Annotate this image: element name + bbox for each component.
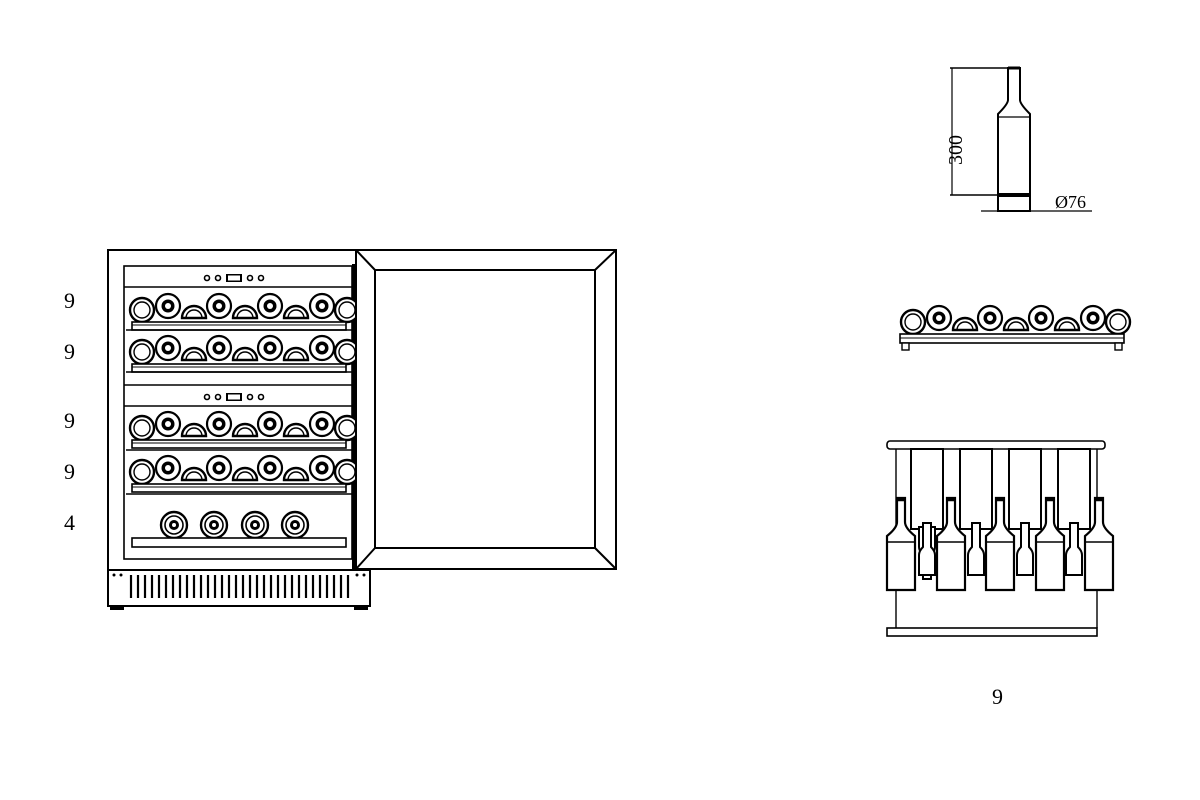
shelf-count-4: 9 [64, 459, 75, 484]
vent-grille [129, 575, 350, 598]
bottle-diameter-label: Ø76 [1055, 192, 1086, 212]
shelf-count-5: 4 [64, 510, 75, 535]
shelf-front-view [885, 440, 1115, 637]
front-view-count-label: 9 [992, 684, 1003, 709]
shelf-detail-side [899, 306, 1130, 351]
bottle-dimension-drawing: 300 Ø76 [945, 66, 1092, 212]
shelf-row-4 [126, 456, 359, 495]
shelf-row-1 [126, 294, 359, 331]
open-glass-door [355, 249, 617, 570]
wine-cooler-cabinet [107, 249, 371, 610]
bottle-height-label: 300 [945, 135, 967, 165]
shelf-row-3 [126, 412, 359, 451]
shelf-row-5 [131, 510, 347, 548]
shelf-row-2 [126, 336, 359, 373]
shelf-count-3: 9 [64, 408, 75, 433]
shelf-count-2: 9 [64, 339, 75, 364]
shelf-count-1: 9 [64, 288, 75, 313]
